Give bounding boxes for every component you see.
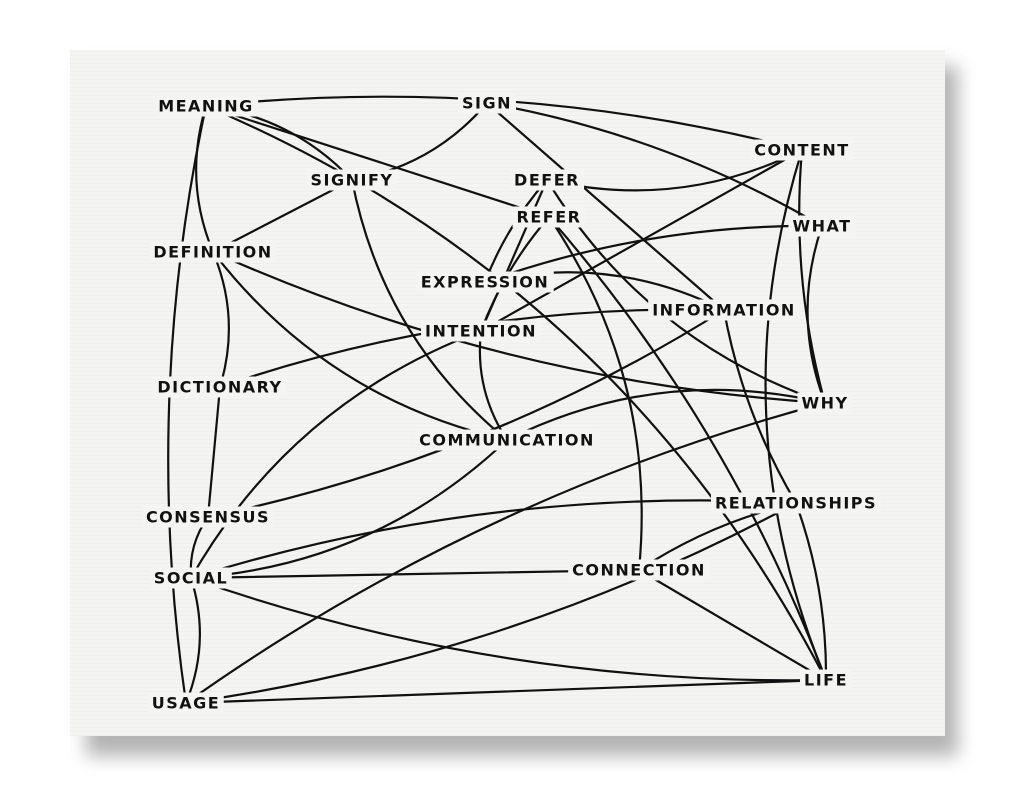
edge-social-usage xyxy=(184,576,201,705)
edge-definition-why xyxy=(211,250,827,405)
edge-definition-dictionary xyxy=(211,250,230,389)
term-why: WHY xyxy=(797,392,853,414)
term-information: INFORMATION xyxy=(648,299,800,321)
term-connection: CONNECTION xyxy=(568,559,710,581)
edge-content-why xyxy=(798,148,827,405)
term-refer: REFER xyxy=(512,206,586,228)
term-consensus: CONSENSUS xyxy=(141,506,275,528)
edge-intention-communication xyxy=(478,329,509,442)
term-intention: INTENTION xyxy=(421,320,541,342)
edge-refer-connection xyxy=(547,215,643,572)
edge-dictionary-consensus xyxy=(206,385,222,519)
term-content: CONTENT xyxy=(750,139,854,161)
edge-sign-information xyxy=(485,101,726,312)
term-meaning: MEANING xyxy=(154,95,258,117)
term-communication: COMMUNICATION xyxy=(415,429,599,451)
edge-usage-why xyxy=(184,401,827,705)
edge-information-relationships xyxy=(722,308,798,505)
edge-social-intention xyxy=(189,329,483,580)
edge-usage-life xyxy=(184,678,828,705)
edge-connection-life xyxy=(637,568,828,682)
term-definition: DEFINITION xyxy=(149,241,277,263)
edge-social-life xyxy=(189,576,828,682)
edge-communication-why xyxy=(505,388,827,442)
edge-meaning-refer xyxy=(204,104,551,219)
edge-signify-communication xyxy=(350,178,509,442)
edge-defer-why xyxy=(545,178,827,405)
term-dictionary: DICTIONARY xyxy=(153,376,287,398)
edge-meaning-usage xyxy=(167,104,208,705)
edge-meaning-definition xyxy=(195,104,215,254)
edge-what-why xyxy=(806,224,827,405)
term-defer: DEFER xyxy=(510,169,584,191)
term-social: SOCIAL xyxy=(149,567,233,589)
term-what: WHAT xyxy=(788,215,856,237)
edge-social-communication xyxy=(189,438,509,580)
term-relationships: RELATIONSHIPS xyxy=(710,492,882,514)
edge-refer-intention xyxy=(479,215,551,333)
edge-refer-life xyxy=(547,215,828,682)
edge-relationships-life xyxy=(794,501,828,682)
edge-definition-communication xyxy=(211,250,509,442)
edge-social-relationships xyxy=(189,499,798,580)
edge-expression-what xyxy=(483,224,824,284)
edge-sign-what xyxy=(485,101,824,228)
term-expression: EXPRESSION xyxy=(416,271,554,293)
term-usage: USAGE xyxy=(147,692,225,714)
term-sign: SIGN xyxy=(458,92,516,114)
edge-usage-relationships xyxy=(184,501,798,705)
edge-life-content xyxy=(764,148,828,682)
edge-life-meaning xyxy=(204,104,828,682)
term-signify: SIGNIFY xyxy=(306,169,398,191)
term-life: LIFE xyxy=(799,669,853,691)
edge-sign-signify xyxy=(350,101,489,182)
edge-intention-content xyxy=(479,148,804,333)
